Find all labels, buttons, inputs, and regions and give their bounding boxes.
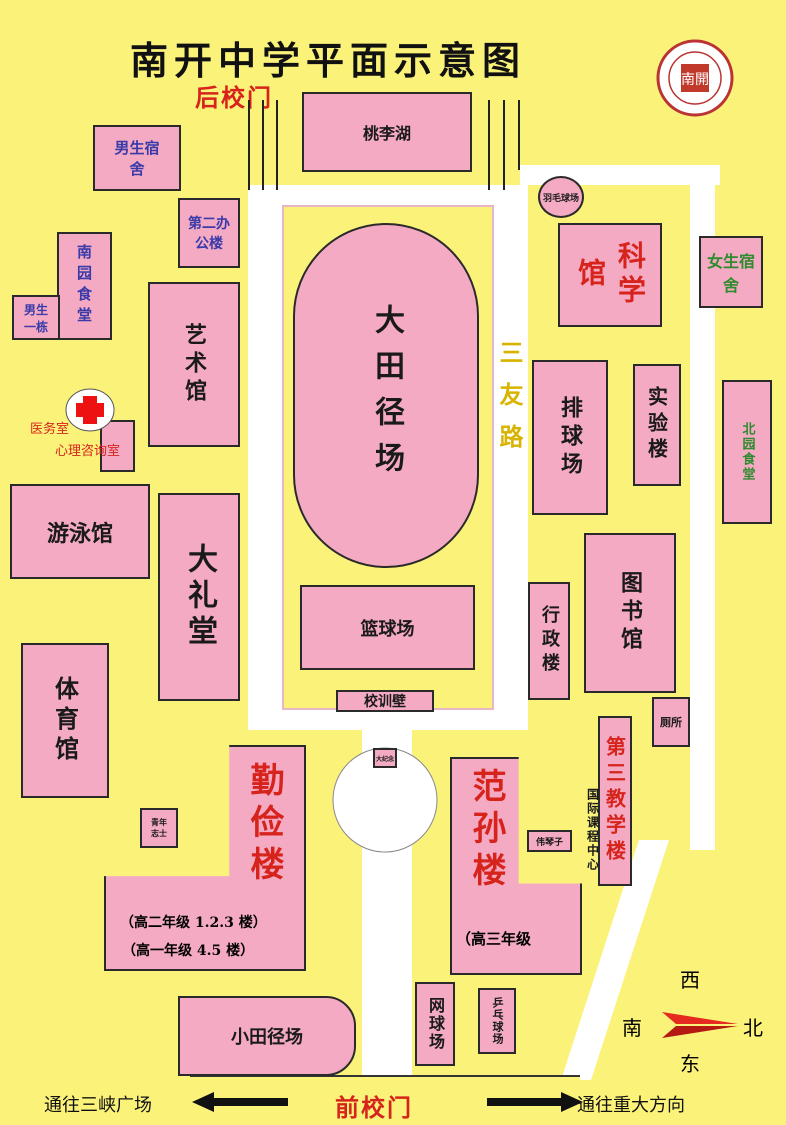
building-taoli-lake[interactable]: 桃李湖 <box>302 92 472 172</box>
building-piano[interactable]: 伟琴子 <box>527 830 572 852</box>
gate-pillar <box>248 100 250 190</box>
building-monument[interactable]: 青年志士 <box>140 808 178 848</box>
compass-south: 南 <box>622 1016 642 1040</box>
building-track[interactable]: 大田径场 <box>293 223 479 568</box>
building-motto-wall[interactable]: 校训壁 <box>336 690 434 712</box>
svg-text:南開: 南開 <box>681 72 709 88</box>
building-nanyuan-canteen[interactable]: 南园食堂 <box>57 232 112 340</box>
direction-right: 通往重大方向 <box>577 1095 685 1116</box>
building-girls-dorm[interactable]: 女生宿舍 <box>699 236 763 308</box>
building-boys-dorm[interactable]: 男生宿舍 <box>93 125 181 191</box>
building-lab[interactable]: 实验楼 <box>633 364 681 486</box>
direction-left: 通往三峡广场 <box>44 1095 152 1116</box>
building-basketball[interactable]: 篮球场 <box>300 585 475 670</box>
back-gate-label: 后校门 <box>195 83 273 112</box>
building-counseling[interactable] <box>100 420 135 472</box>
building-volleyball[interactable]: 排球场 <box>532 360 608 515</box>
building-small-track[interactable]: 小田径场 <box>178 996 356 1076</box>
compass-west: 西 <box>680 968 700 992</box>
building-small-sign[interactable]: 大纪念 <box>373 748 397 768</box>
gate-pillar <box>488 100 490 190</box>
compass-arrow-icon <box>650 1012 738 1038</box>
building-swimming[interactable]: 游泳馆 <box>10 484 150 579</box>
building-tennis[interactable]: 网球场 <box>415 982 455 1066</box>
building-boys-dorm-1[interactable]: 男生一栋 <box>12 295 60 340</box>
arrow-left-icon <box>192 1092 288 1112</box>
compass-east: 东 <box>680 1052 700 1076</box>
compass-north: 北 <box>743 1016 763 1040</box>
fansun-note: （高三年级 <box>456 930 532 948</box>
building-toilet[interactable]: 厕所 <box>652 697 690 747</box>
front-gate-label: 前校门 <box>335 1093 413 1122</box>
sanyou-road-label: 三友路 <box>495 340 524 466</box>
building-pingpong[interactable]: 乒乓球场 <box>478 988 516 1054</box>
qinjian-note-2: （高一年级 4.5 楼） <box>122 943 255 959</box>
building-science[interactable]: 科学馆 <box>558 223 662 327</box>
building-beiyuan-canteen[interactable]: 北园食堂 <box>722 380 772 524</box>
road-front-street[interactable] <box>190 1075 580 1087</box>
building-third-teaching[interactable]: 第三教学楼 <box>598 716 632 886</box>
page-title: 南开中学平面示意图 <box>130 38 527 83</box>
building-library[interactable]: 图书馆 <box>584 533 676 693</box>
building-intl-center[interactable]: 国际课程中心 <box>585 788 600 872</box>
counseling-label: 心理咨询室 <box>55 444 121 459</box>
building-gym[interactable]: 体育馆 <box>21 643 109 798</box>
gate-pillar <box>518 100 520 170</box>
building-auditorium[interactable]: 大礼堂 <box>158 493 240 701</box>
building-admin[interactable]: 行政楼 <box>528 582 570 700</box>
gate-pillar <box>276 100 278 190</box>
gate-pillar <box>262 100 264 190</box>
building-badminton[interactable]: 羽毛球场 <box>538 176 584 218</box>
qinjian-label: 勤俭楼 <box>244 762 284 888</box>
clinic-label: 医务室 <box>30 422 70 437</box>
building-art-hall[interactable]: 艺术馆 <box>148 282 240 447</box>
red-cross-icon <box>65 388 115 432</box>
fansun-label: 范孙楼 <box>466 768 506 894</box>
school-seal-icon: 南開 <box>656 39 734 117</box>
building-office-2[interactable]: 第二办公楼 <box>178 198 240 268</box>
arrow-right-icon <box>487 1092 583 1112</box>
qinjian-note-1: （高二年级 1.2.3 楼） <box>120 915 267 931</box>
gate-pillar <box>503 100 505 190</box>
